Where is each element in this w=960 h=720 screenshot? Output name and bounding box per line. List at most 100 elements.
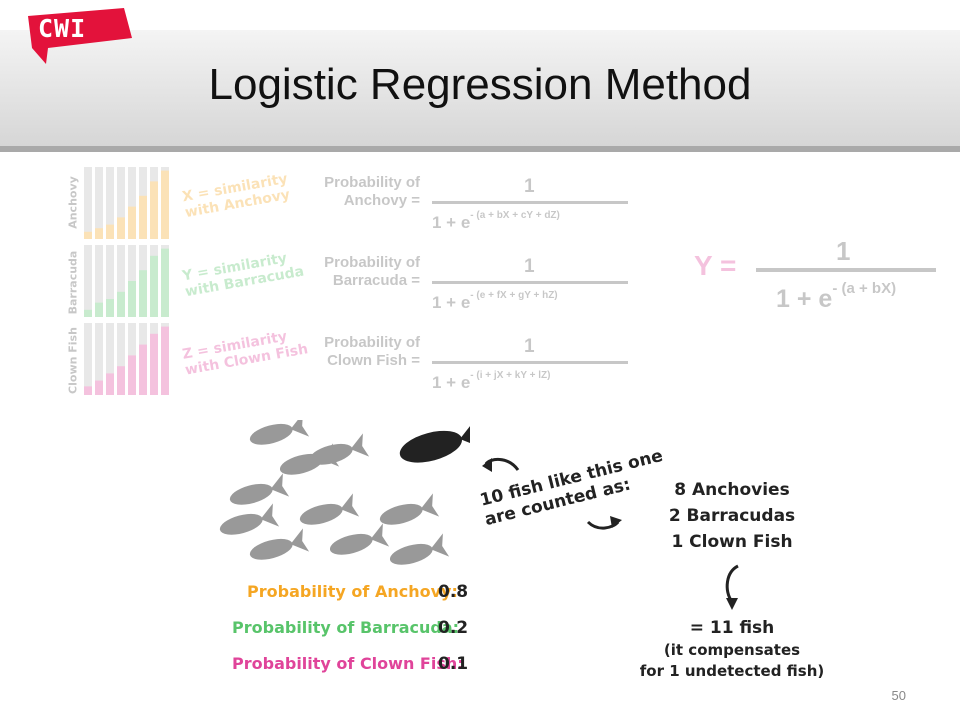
- bar-fill: [106, 373, 114, 395]
- bar-background: [161, 245, 169, 317]
- bar-fill: [106, 299, 114, 317]
- bar-background: [95, 323, 103, 395]
- bar-fill: [95, 228, 103, 239]
- bar-fill: [117, 217, 125, 239]
- bar-fill: [128, 355, 136, 395]
- bar-background: [106, 167, 114, 239]
- fish-icon: [249, 420, 310, 445]
- general-eq-denominator: 1 + e- (a + bX): [776, 280, 897, 313]
- eq-barracuda-denominator: 1 + e- (e + fX + gY + hZ): [432, 290, 558, 312]
- eq-anchovy-label: Probability of Anchovy =: [324, 174, 420, 209]
- eq-clownfish-denominator: 1 + e- (i + jX + kY + lZ): [432, 370, 551, 392]
- bar-background: [117, 245, 125, 317]
- eq-clownfish-fraction-line: [432, 361, 628, 364]
- fish-school-illustration: [219, 420, 470, 565]
- eq-barracuda-label: Probability of Barracuda =: [324, 254, 420, 289]
- eq-anchovy-numerator: 1: [524, 176, 535, 197]
- bar-fill: [106, 224, 114, 239]
- bar-background: [139, 323, 147, 395]
- general-eq-fraction-line: [756, 268, 936, 272]
- slide-title: Logistic Regression Method: [208, 60, 752, 109]
- bar-background: [161, 323, 169, 395]
- bar-fill: [161, 326, 169, 395]
- prob-anchovy-value: 0.8: [438, 582, 469, 602]
- bar-background: [95, 245, 103, 317]
- bar-background: [95, 167, 103, 239]
- bar-background: [117, 167, 125, 239]
- bar-background: [150, 323, 158, 395]
- bar-fill: [139, 270, 147, 317]
- panel-label-barracuda: Barracuda: [66, 250, 80, 315]
- arrows-illustration: [482, 458, 622, 530]
- bar-background: [117, 323, 125, 395]
- bar-fill: [117, 366, 125, 395]
- bar-fill: [139, 195, 147, 239]
- prob-clownfish-label: Probability of Clown Fish:: [232, 654, 464, 673]
- bar-fill: [117, 291, 125, 317]
- fish-icon: [299, 493, 360, 525]
- fish-icon: [379, 493, 440, 525]
- fish-icon: [389, 533, 450, 565]
- logo-text: CWI: [38, 14, 87, 43]
- cwi-logo: [28, 8, 132, 64]
- eq-anchovy-fraction-line: [432, 201, 628, 204]
- fish-icon: [309, 433, 370, 465]
- similarity-z-note: Z = similarity with Clown Fish: [181, 328, 310, 379]
- bar-fill: [84, 386, 92, 395]
- bar-fill: [84, 231, 92, 239]
- page-number: 50: [891, 688, 906, 703]
- bar-background: [128, 245, 136, 317]
- panel-label-clownfish: Clown Fish: [66, 327, 80, 394]
- bar-background: [150, 167, 158, 239]
- fish-icon: [249, 528, 310, 560]
- count-anchovies: 8 Anchovies: [674, 480, 790, 500]
- count-total: = 11 fish: [689, 618, 775, 638]
- general-eq-lhs: Y =: [694, 250, 737, 281]
- bar-fill: [161, 248, 169, 317]
- bar-fill: [150, 255, 158, 317]
- eq-clownfish-numerator: 1: [524, 336, 535, 357]
- bar-fill: [150, 333, 158, 395]
- prob-anchovy-label: Probability of Anchovy:: [247, 582, 458, 601]
- general-eq-numerator: 1: [836, 236, 851, 266]
- similarity-y-note: Y = similarity with Barracuda: [181, 250, 306, 301]
- count-clownfish: 1 Clown Fish: [671, 532, 793, 552]
- prob-barracuda-label: Probability of Barracuda:: [232, 618, 460, 637]
- bar-fill: [84, 309, 92, 317]
- bar-panels: [84, 167, 169, 395]
- bar-background: [106, 323, 114, 395]
- bar-fill: [161, 170, 169, 239]
- similarity-x-note: X = similarity with Anchovy: [181, 170, 292, 222]
- bar-fill: [95, 302, 103, 317]
- bar-background: [150, 245, 158, 317]
- down-arrow-icon: [725, 564, 739, 610]
- count-total-note: (it compensates for 1 undetected fish): [639, 641, 825, 680]
- bar-fill: [139, 344, 147, 395]
- highlighted-fish-icon: [399, 423, 470, 463]
- eq-anchovy-denominator: 1 + e- (a + bX + cY + dZ): [432, 210, 560, 232]
- bar-background: [161, 167, 169, 239]
- fish-icon: [229, 473, 290, 505]
- eq-clownfish-label: Probability of Clown Fish =: [324, 334, 420, 369]
- count-barracudas: 2 Barracudas: [668, 506, 796, 526]
- bar-background: [139, 245, 147, 317]
- bar-background: [106, 245, 114, 317]
- eq-barracuda-fraction-line: [432, 281, 628, 284]
- bar-background: [84, 167, 92, 239]
- bar-fill: [95, 380, 103, 395]
- eq-barracuda-numerator: 1: [524, 256, 535, 277]
- bar-background: [84, 245, 92, 317]
- bar-fill: [128, 206, 136, 239]
- bar-fill: [128, 281, 136, 317]
- fish-icon: [329, 523, 390, 555]
- fish-icon: [219, 503, 280, 535]
- bar-background: [128, 167, 136, 239]
- header-divider: [0, 146, 960, 152]
- slide-header: [0, 30, 960, 146]
- bar-fill: [150, 181, 158, 239]
- prob-barracuda-value: 0.2: [438, 618, 469, 638]
- bar-background: [128, 323, 136, 395]
- bar-background: [139, 167, 147, 239]
- panel-label-anchovy: Anchovy: [66, 176, 80, 229]
- prob-clownfish-value: 0.1: [438, 654, 469, 674]
